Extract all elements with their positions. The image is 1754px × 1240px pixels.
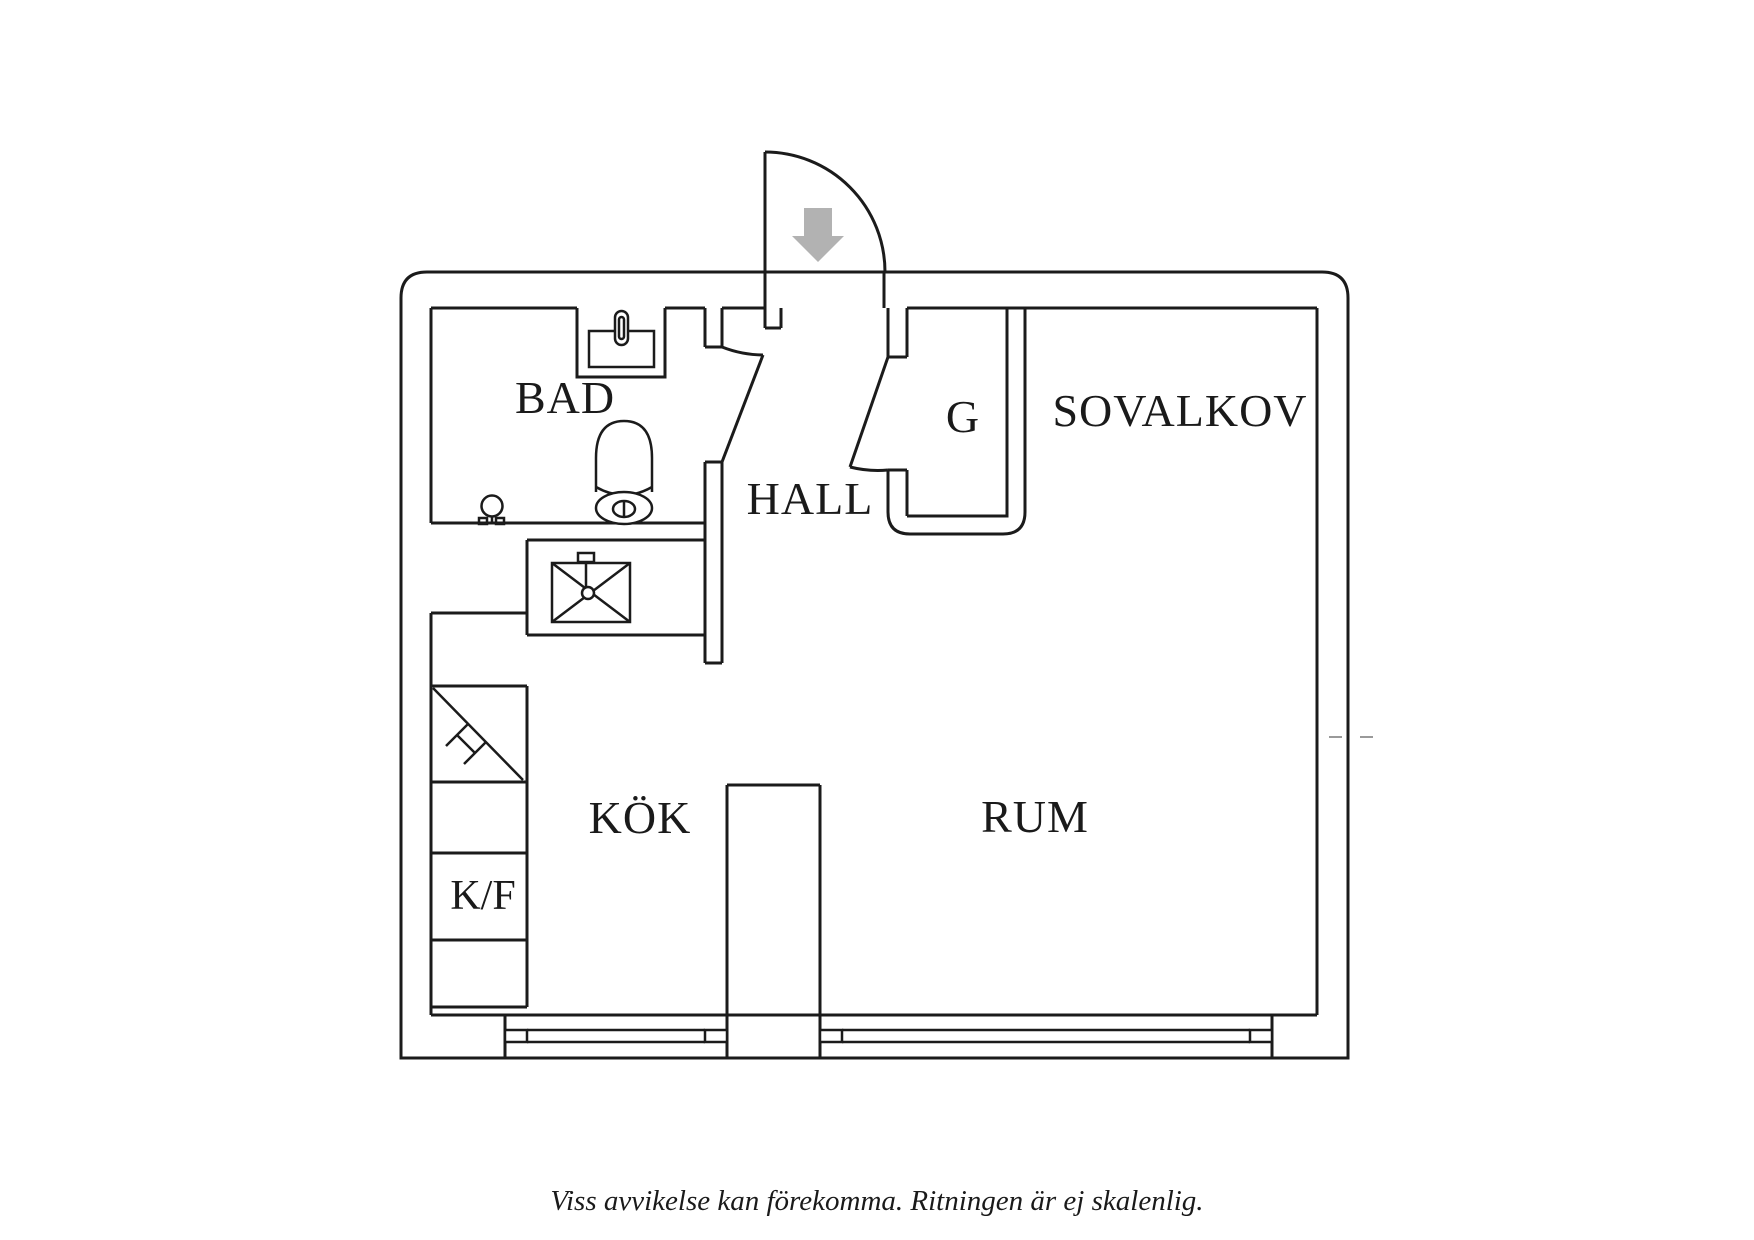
bathroom-east-wall — [703, 308, 724, 665]
window-post — [703, 1028, 729, 1044]
kitchen-sink-faucet-head — [576, 551, 596, 564]
kitchen-counter — [431, 538, 705, 1009]
bathroom-door-leaf — [720, 354, 765, 463]
floor-drain-foot — [494, 516, 506, 526]
room-window-glazing — [842, 1028, 1250, 1044]
wardrobe-wall-outer — [886, 308, 1027, 536]
entry-door-swing-arc — [764, 150, 887, 273]
window-post — [818, 1028, 844, 1044]
entry-door — [763, 150, 887, 328]
kitchen-window-glazing — [527, 1028, 705, 1044]
toilet-tank — [594, 419, 654, 492]
entry-door-jamb — [765, 272, 886, 330]
disclaimer-caption: Viss avvikelse kan förekomma. Ritningen … — [550, 1185, 1203, 1217]
wardrobe-wall-inner — [905, 308, 1009, 518]
outer-wall — [399, 270, 1350, 1060]
floor-drain-knob — [480, 494, 504, 518]
window-post — [503, 1028, 529, 1044]
wardrobe-door-arc — [849, 465, 889, 472]
bathroom-door — [720, 345, 765, 463]
room-labels: BAD HALL G SOVALKOV KÖK RUM K/F — [450, 372, 1307, 919]
room-label-bathroom: BAD — [515, 372, 615, 423]
wardrobe-door-leaf — [848, 356, 890, 468]
wardrobe-door — [848, 356, 890, 472]
kitchen-sink-drain — [580, 585, 596, 601]
window-strips — [503, 1028, 1274, 1044]
stove-icon — [432, 687, 524, 781]
window-sill-edges — [503, 1015, 1274, 1058]
toilet-icon — [594, 419, 654, 526]
room-label-wardrobe: G — [946, 391, 980, 442]
room-label-living-room: RUM — [981, 791, 1089, 842]
kitchen-sink-icon — [550, 551, 632, 624]
stove-ticks — [445, 723, 487, 765]
window-pier-wall — [725, 783, 822, 1058]
bathroom-sink-icon — [587, 309, 656, 369]
bathroom-sink-faucet-stem — [617, 315, 626, 341]
bathroom-door-arc — [721, 345, 764, 357]
stove-diagonal — [432, 687, 524, 781]
floor-drain-icon — [477, 494, 506, 526]
window-post — [1248, 1028, 1274, 1044]
room-label-kitchen: KÖK — [589, 792, 692, 843]
room-label-hall: HALL — [747, 473, 874, 524]
walls — [399, 270, 1350, 1060]
room-label-sleeping-alcove: SOVALKOV — [1052, 385, 1307, 436]
entry-direction-arrow-icon — [792, 208, 844, 262]
label-fridge-freezer: K/F — [450, 873, 515, 919]
sink-niche-wall — [575, 308, 667, 379]
floor-drain-foot — [477, 516, 489, 526]
